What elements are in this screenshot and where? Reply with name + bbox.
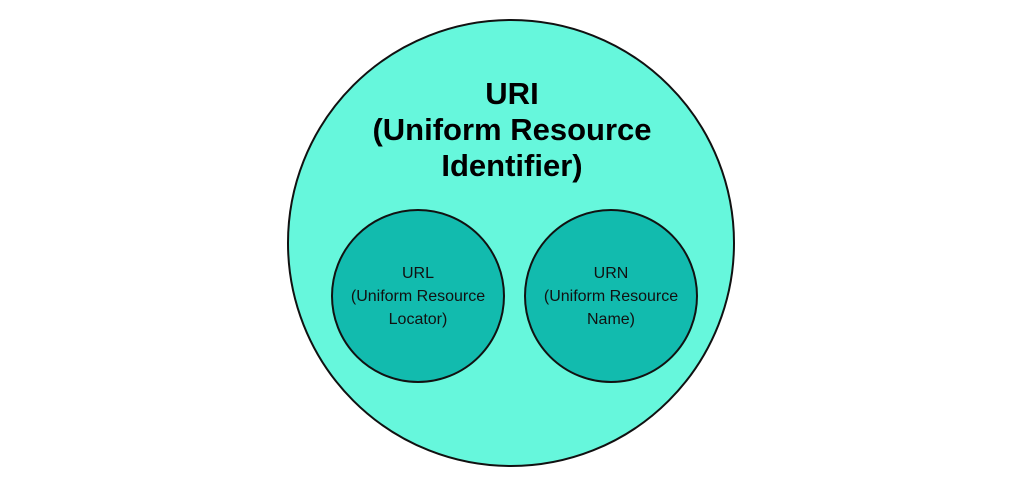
uri-label-line-2: (Uniform Resource xyxy=(372,112,652,147)
urn-label-line-2: (Uniform Resource xyxy=(543,287,679,305)
urn-label-line-1: URN xyxy=(593,264,629,282)
uri-label: URI (Uniform Resource Identifier) xyxy=(312,76,712,184)
urn-circle: URN (Uniform Resource Name) xyxy=(524,209,698,383)
url-label-line-3: Locator) xyxy=(388,310,448,328)
uri-label-line-1: URI xyxy=(485,76,539,111)
urn-label-line-3: Name) xyxy=(586,310,635,328)
url-label: URL (Uniform Resource Locator) xyxy=(351,262,485,331)
urn-label: URN (Uniform Resource Name) xyxy=(544,262,678,331)
uri-label-line-3: Identifier) xyxy=(441,148,583,183)
url-label-line-1: URL xyxy=(401,264,434,282)
url-label-line-2: (Uniform Resource xyxy=(350,287,486,305)
url-circle: URL (Uniform Resource Locator) xyxy=(331,209,505,383)
